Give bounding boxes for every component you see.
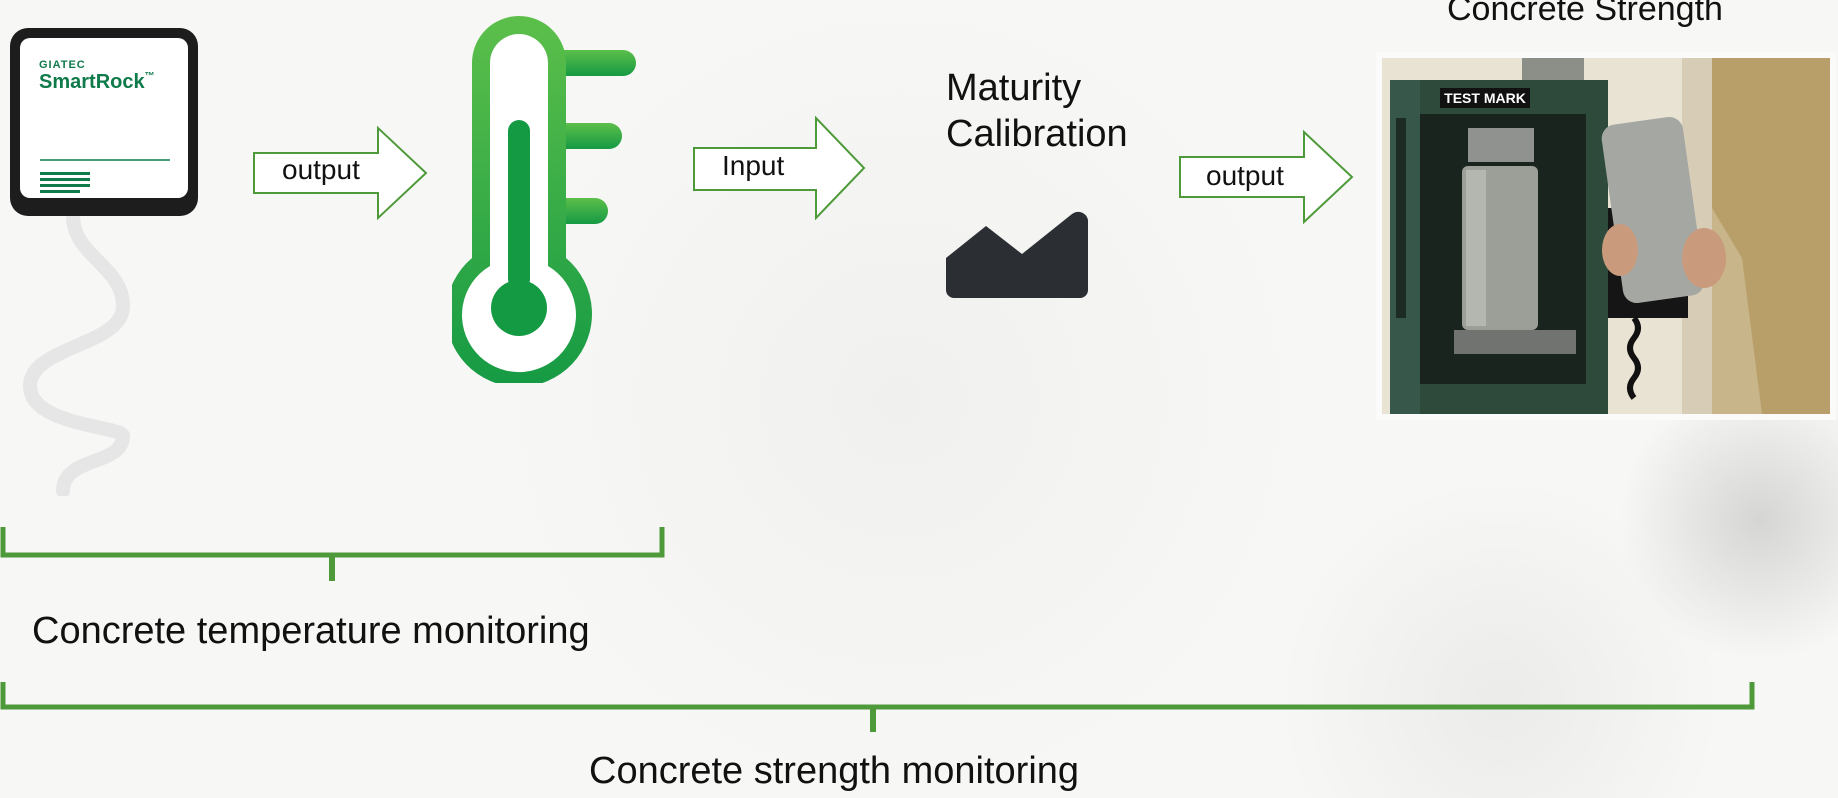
- maturity-calibration-title: Maturity Calibration: [946, 66, 1186, 157]
- input-arrow-label: Input: [722, 150, 785, 181]
- arrow-right-icon: [1179, 129, 1354, 225]
- device-brand: GIATEC: [39, 59, 86, 71]
- compression-machine-image: TEST MARK: [1382, 58, 1830, 414]
- strength-monitoring-label: Concrete strength monitoring: [589, 750, 1080, 792]
- compression-test-photo: TEST MARK: [1376, 52, 1836, 420]
- smartrock-device: GIATEC SmartRock™: [8, 26, 203, 498]
- temperature-monitoring-label: Concrete temperature monitoring: [32, 610, 590, 652]
- arrow-right-icon: [693, 115, 866, 221]
- device-product-name: SmartRock: [39, 71, 145, 93]
- device-product: SmartRock™: [39, 71, 155, 94]
- thermometer-icon: [446, 16, 636, 387]
- device-trademark: ™: [144, 71, 155, 82]
- strength-monitoring-bracket: [0, 680, 1760, 736]
- concrete-strength-title: Concrete Strength: [1447, 0, 1723, 28]
- output-arrow-1-label: output: [282, 154, 360, 185]
- input-arrow: Input: [692, 115, 868, 221]
- output-arrow-2-label: output: [1206, 160, 1284, 191]
- maturity-title-line1: Maturity: [946, 67, 1082, 109]
- output-arrow-1: output: [252, 125, 428, 221]
- arrow-right-icon: [253, 125, 428, 221]
- bracket-icon: [0, 527, 665, 581]
- bracket-icon: [0, 682, 1755, 732]
- area-chart-icon: [944, 206, 1090, 300]
- smartrock-device-graphic: [10, 28, 198, 498]
- thermometer: [446, 8, 642, 387]
- output-arrow-2: output: [1178, 129, 1354, 225]
- maturity-title-line2: Calibration: [946, 112, 1128, 155]
- temperature-monitoring-bracket: [0, 525, 668, 585]
- test-mark-sign: TEST MARK: [1444, 90, 1526, 106]
